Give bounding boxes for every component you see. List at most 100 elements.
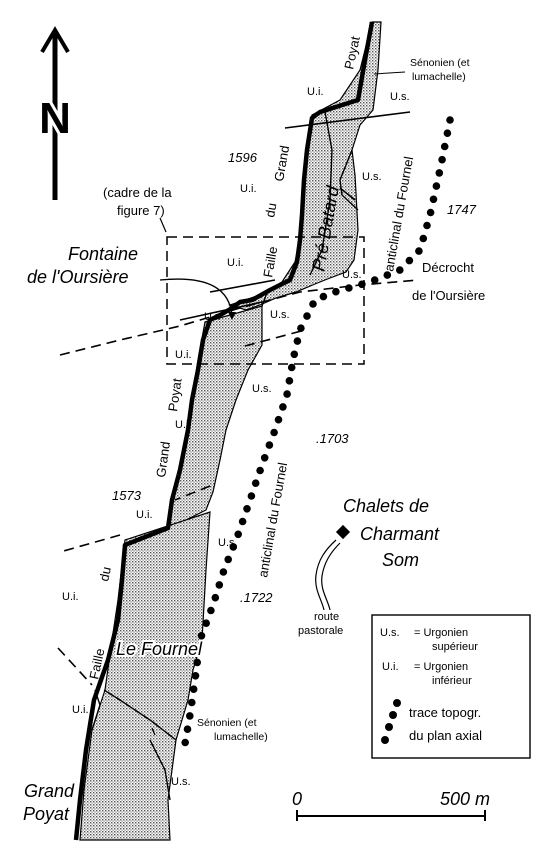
label-grand-top: Grand: [271, 144, 292, 182]
axial-trace-dot: [345, 284, 353, 292]
axial-trace-dot: [287, 363, 296, 372]
axial-trace-dot: [191, 672, 200, 680]
label-ui: U.i.: [227, 257, 244, 269]
label-alt-1703: .1703: [316, 431, 349, 446]
axial-trace-dot: [319, 292, 328, 301]
label-chalets-2: Charmant: [360, 524, 440, 544]
label-grand-poyat-bottom-2: Poyat: [23, 804, 70, 824]
fontaine-arrow: [159, 278, 236, 320]
axial-trace-dot: [383, 271, 392, 279]
label-senonien-bottom-1: Sénonien (et: [197, 717, 257, 729]
axial-trace-dot: [195, 645, 203, 653]
label-us: U.s.: [362, 171, 382, 183]
axial-trace-dot: [293, 337, 302, 345]
faille-du-grand-poyat: [73, 21, 375, 841]
axial-trace-dot: [415, 247, 423, 255]
axial-trace-dot: [358, 280, 366, 289]
label-cadre-1: (cadre de la: [103, 185, 172, 200]
label-le-fournel: Le Fournel: [116, 639, 203, 659]
label-du-bottom: du: [96, 565, 114, 582]
legend-us-eq: = Urgonien: [414, 627, 468, 639]
axial-trace-dot: [423, 221, 431, 230]
axial-trace-dot: [332, 287, 340, 296]
axial-trace-dot: [279, 403, 287, 411]
axial-trace-dot: [274, 415, 283, 424]
axial-trace-dot: [215, 581, 224, 589]
label-ui: U.i.: [72, 704, 89, 716]
label-senonien-top-2: lumachelle): [412, 71, 466, 83]
axial-trace-dot: [396, 266, 404, 274]
label-us: U.s.: [390, 91, 410, 103]
axial-trace-dot: [419, 234, 428, 243]
north-letter: N: [39, 94, 71, 143]
axial-trace-dot: [297, 324, 305, 333]
axial-trace-dot: [256, 466, 264, 475]
label-chalets-3: Som: [382, 550, 419, 570]
legend-us-desc: supérieur: [432, 641, 478, 653]
label-cadre-2: figure 7): [117, 203, 165, 218]
axial-trace-dot: [432, 182, 441, 190]
label-fontaine-1: Fontaine: [68, 244, 138, 264]
route-pastorale: [315, 539, 341, 611]
label-alt-1722: .1722: [240, 590, 273, 605]
label-anticlinal-top: anticlinal du Fournel: [381, 155, 416, 272]
north-arrow: N: [36, 26, 74, 200]
legend-ui-abbr: U.i.: [382, 661, 399, 673]
label-faille-top: Faille: [260, 245, 280, 278]
label-route-1: route: [314, 611, 339, 623]
axial-trace-dot: [193, 658, 201, 667]
label-ui: U.i.: [240, 183, 257, 195]
axial-trace-dot: [443, 129, 452, 137]
axial-trace-dot: [234, 530, 242, 539]
axial-trace-dot: [188, 698, 196, 707]
secondary-boundaries: [91, 111, 359, 801]
label-grand-poyat-bottom-1: Grand: [24, 781, 75, 801]
axial-trace-dot: [440, 142, 449, 151]
axial-trace-dot: [303, 312, 311, 320]
label-anticlinal-mid: anticlinal du Fournel: [255, 461, 290, 578]
axial-trace-dot: [189, 685, 198, 693]
label-us: U.s.: [342, 269, 362, 281]
axial-trace-dot: [251, 479, 260, 488]
label-alt-1747: 1747: [447, 202, 477, 217]
label-us: U.s.: [171, 776, 191, 788]
axial-trace-dot: [285, 377, 294, 385]
axial-trace-dot: [183, 725, 192, 733]
label-ui: U.i.: [307, 86, 324, 98]
label-ui: U.i.: [136, 509, 153, 521]
axial-trace-dot: [197, 632, 206, 640]
scale-end: 500 m: [440, 789, 490, 809]
axial-trace-dot: [229, 543, 238, 551]
legend-trace-1: trace topogr.: [409, 705, 481, 720]
label-us: U.s.: [270, 309, 290, 321]
chalets-marker: [335, 524, 351, 540]
axial-trace-dot: [224, 555, 232, 564]
axial-trace-dot: [207, 606, 215, 615]
label-us: U.s.: [218, 537, 238, 549]
label-alt-1573: 1573: [112, 488, 142, 503]
label-fontaine-2: de l'Oursière: [27, 267, 128, 287]
scale-bar: 0 500 m: [292, 789, 490, 821]
axial-trace-dot: [446, 116, 454, 124]
legend-ui-eq: = Urgonien: [414, 661, 468, 673]
label-senonien-bottom-2: lumachelle): [214, 731, 268, 743]
scale-start: 0: [292, 789, 302, 809]
axial-trace-dot: [202, 619, 210, 627]
axial-trace-dot: [426, 208, 435, 217]
legend-dots: [381, 699, 401, 744]
axial-trace-dot: [219, 568, 228, 576]
label-ui: U.i.: [204, 311, 221, 323]
label-route-2: pastorale: [298, 625, 343, 637]
axial-trace-dot: [429, 195, 438, 204]
axial-trace-dot: [405, 256, 414, 265]
label-alt-1596: 1596: [228, 150, 258, 165]
label-decrocht-1: Décrocht: [422, 260, 474, 275]
axial-trace-dot: [270, 428, 278, 437]
axial-trace-dot: [370, 276, 379, 284]
label-senonien-top-1: Sénonien (et: [410, 57, 470, 69]
label-decrocht-2: de l'Oursière: [412, 288, 485, 303]
label-du-faille-top: du: [262, 202, 279, 219]
axial-trace-dot: [247, 492, 256, 500]
axial-trace-dot: [243, 505, 251, 513]
